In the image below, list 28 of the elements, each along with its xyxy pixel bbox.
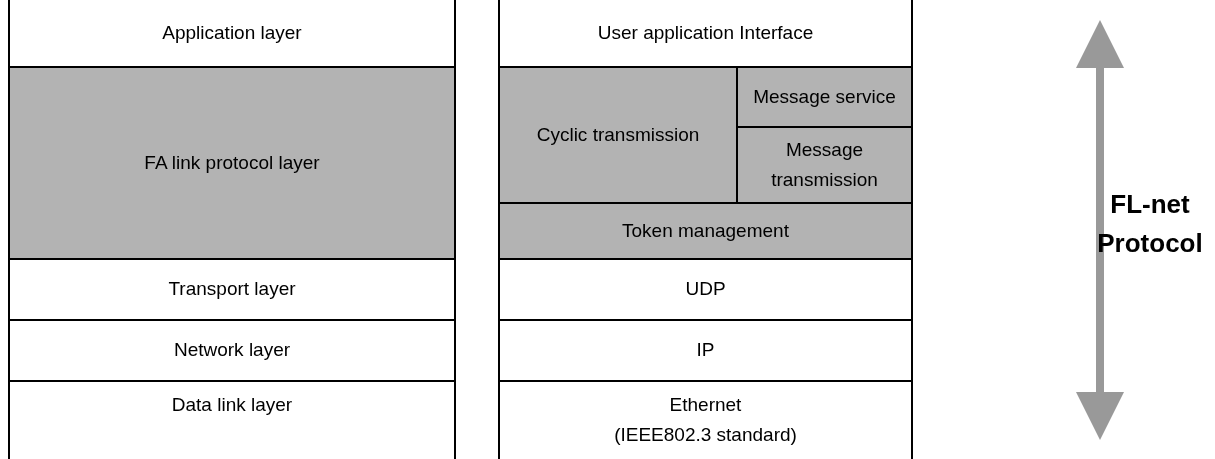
layer-name: Network layer (172, 338, 292, 363)
layer-name: Ethernet (668, 393, 743, 417)
layer-name: Cyclic transmission (535, 122, 701, 147)
layer-name: Data link layer (170, 393, 294, 417)
layer-name: Message transmission (770, 137, 879, 192)
layer-box (8, 0, 456, 68)
layer-box (8, 66, 456, 260)
layer-box (8, 380, 456, 459)
protocol-label: FL-net Protocol (1096, 188, 1204, 260)
layer-box (498, 258, 913, 321)
layer-name: Token management (621, 218, 790, 243)
layer-name: (IEEE802.3 standard) (613, 423, 798, 448)
layer-name: Message service (752, 84, 897, 109)
layer-name: Application layer (161, 20, 303, 45)
layer-box (498, 66, 738, 204)
layer-name: Transport layer (167, 277, 297, 302)
layer-box (498, 202, 913, 260)
layer-name: FA link protocol layer (143, 150, 321, 175)
layer-box (8, 258, 456, 321)
layer-name: User application Interface (596, 20, 815, 45)
layer-box (498, 0, 913, 68)
layer-box (498, 380, 913, 459)
layer-box (498, 319, 913, 382)
layer-box (736, 126, 913, 204)
layer-name: IP (695, 338, 716, 363)
layer-name: UDP (684, 277, 727, 302)
layer-box (736, 66, 913, 128)
layer-box (8, 319, 456, 382)
